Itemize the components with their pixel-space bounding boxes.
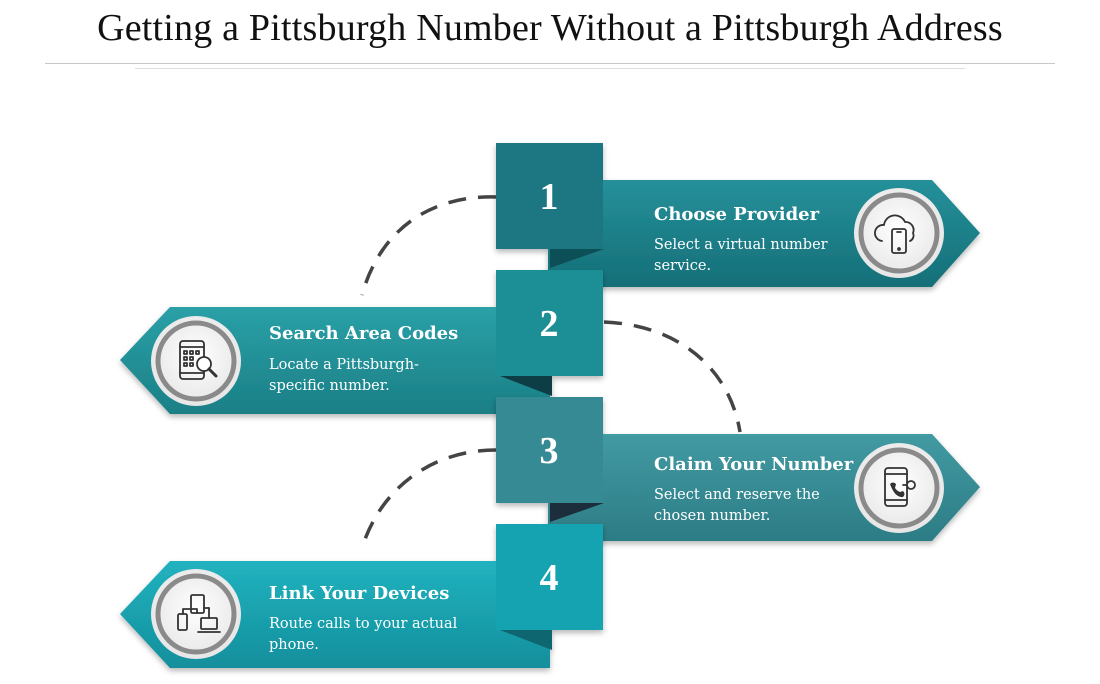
page-title: Getting a Pittsburgh Number Without a Pi… <box>97 7 1003 49</box>
step-3-heading: Claim Your Number <box>654 454 854 475</box>
step-1-description: Select a virtual number service. <box>654 237 828 274</box>
connector-3-4 <box>360 448 497 549</box>
step-4-number: 4 <box>539 557 559 599</box>
devices-icon <box>177 594 221 633</box>
title-divider-secondary <box>135 68 965 69</box>
step-2-icon-disc <box>151 316 241 406</box>
cloud-phone-icon <box>874 214 915 254</box>
step-4-heading: Link Your Devices <box>269 583 450 604</box>
step-2-number: 2 <box>539 303 559 345</box>
step-1-icon-disc <box>854 188 944 278</box>
connector-2-3 <box>603 320 742 433</box>
step-2-heading: Search Area Codes <box>269 323 459 344</box>
step-3-description: Select and reserve the chosen number. <box>654 487 820 524</box>
phone-search-icon <box>179 340 218 380</box>
step-3-icon-disc <box>854 443 944 533</box>
connector-1-2 <box>360 195 497 296</box>
step-1-number: 1 <box>539 176 559 218</box>
step-4-description: Route calls to your actual phone. <box>269 616 458 653</box>
phone-tap-icon <box>884 467 916 507</box>
step-4-icon-disc <box>151 569 241 659</box>
title-divider <box>45 63 1055 64</box>
step-3-number: 3 <box>539 430 559 472</box>
step-2-description: Locate a Pittsburgh-specific number. <box>269 357 419 394</box>
step-1-heading: Choose Provider <box>654 204 820 225</box>
